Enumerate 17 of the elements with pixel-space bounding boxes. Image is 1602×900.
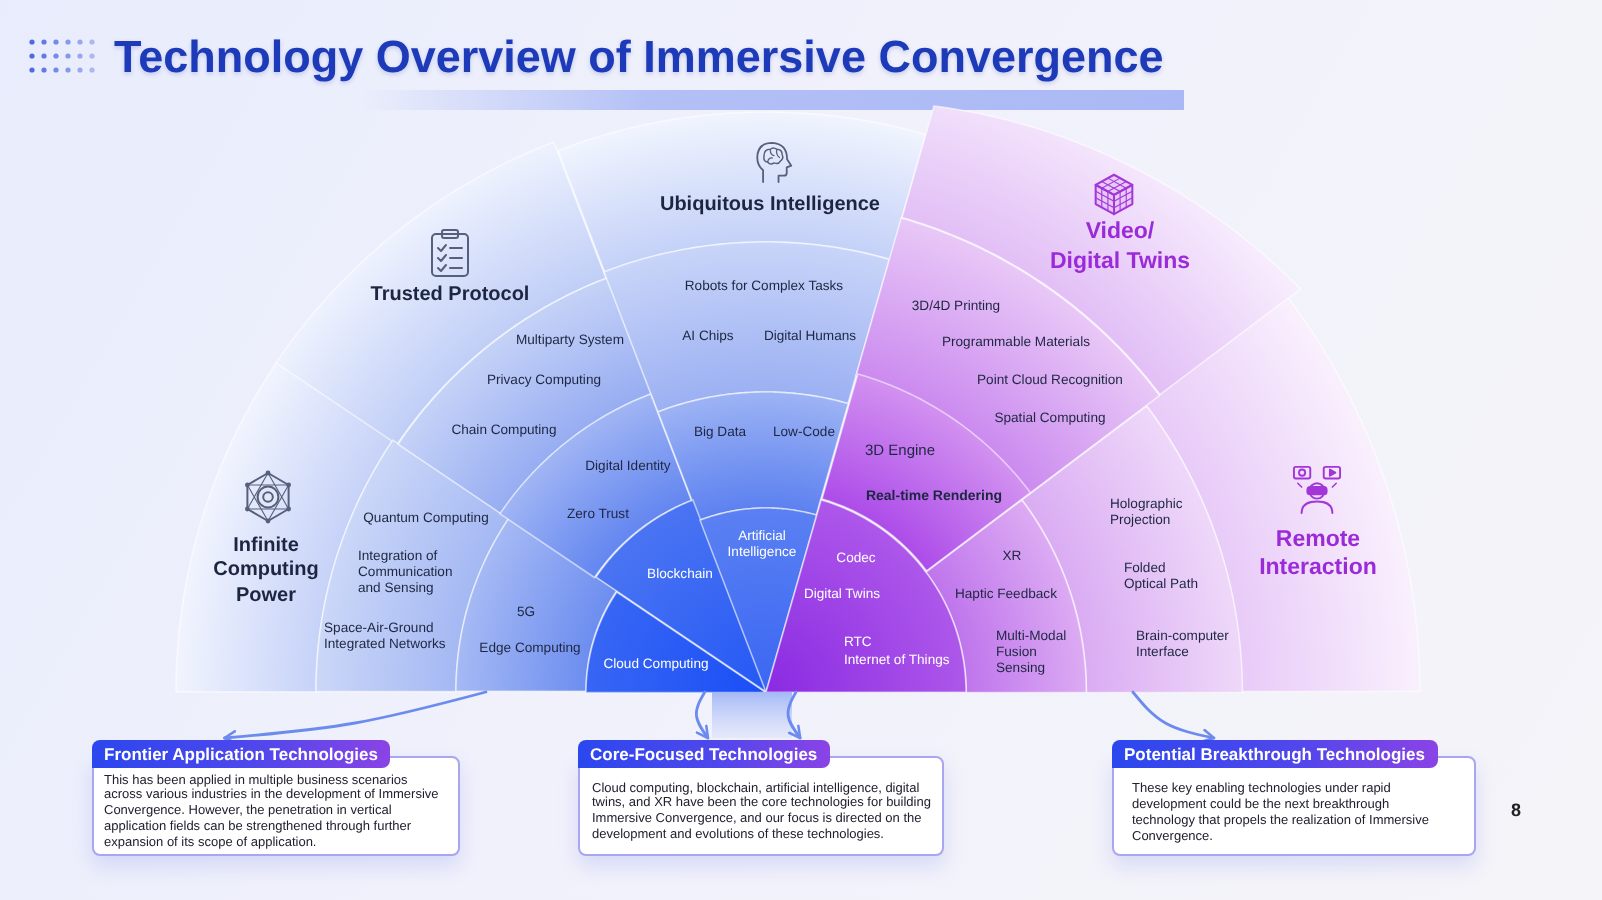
category-title: Remote Interaction	[1257, 525, 1379, 582]
category-title: Trusted Protocol	[370, 283, 530, 308]
section-heading-tab: Core-Focused Technologies	[578, 740, 830, 768]
section-heading-tab: Frontier Application Technologies	[92, 740, 390, 768]
curved-arrow	[786, 690, 802, 740]
page-number: 8	[1511, 800, 1521, 820]
section-heading-tab: Potential Breakthrough Technologies	[1112, 740, 1437, 768]
ring-segment	[586, 591, 766, 692]
category-title: Video/ Digital Twins	[1047, 217, 1193, 278]
category-title: Ubiquitous Intelligence	[659, 193, 880, 218]
ring-segment	[558, 112, 926, 272]
ring-segment	[902, 105, 1302, 395]
slide-title: Technology Overview of Immersive Convergence	[114, 30, 1164, 84]
curved-arrow	[223, 690, 488, 745]
category-title: Infinite Computing Power	[211, 534, 321, 610]
curved-arrow	[1131, 690, 1216, 743]
curved-arrow	[694, 690, 710, 740]
